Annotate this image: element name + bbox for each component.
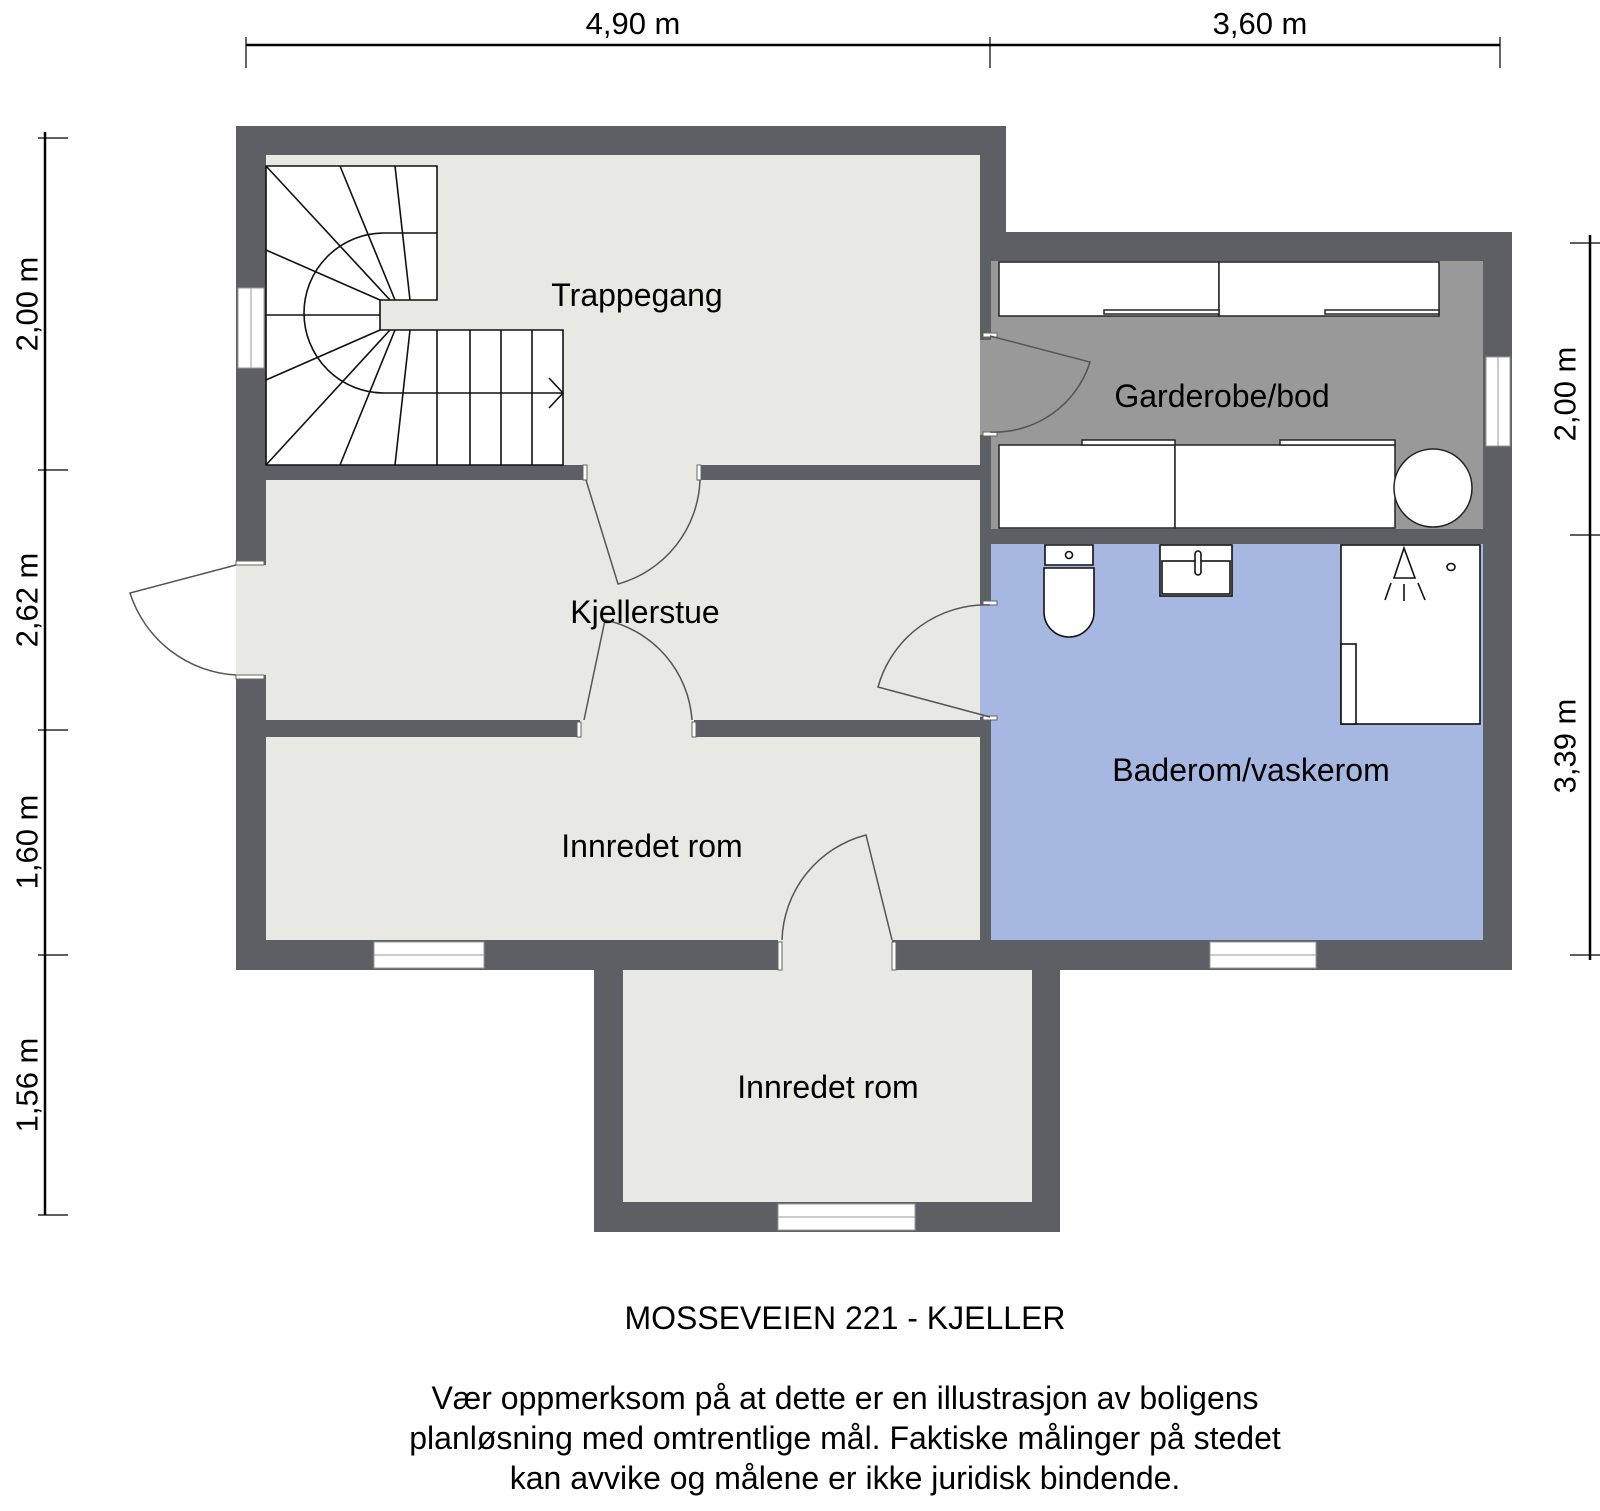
door-icon [781,834,893,941]
dimension-label: 2,00 m [1547,346,1583,442]
door-icon [989,335,1091,433]
toilet-icon [1043,544,1095,638]
staircase [265,165,565,466]
bathroom-fixtures [1043,544,1481,725]
wardrobes [998,261,1473,529]
wardrobe [998,261,1220,317]
door-swings [129,335,1091,941]
room-label-kjellerstue: Kjellerstue [570,594,720,630]
plan-title: MOSSEVEIEN 221 - KJELLER [624,1300,1066,1336]
windows [237,287,1511,1231]
wardrobe [998,444,1176,529]
door-icon [585,479,701,585]
dimension-label: 1,56 m [9,1037,45,1133]
room-label-trappegang: Trappegang [551,277,723,313]
dimension-label: 3,60 m [1212,6,1308,41]
disclaimer-line: kan avvike og målene er ikke juridisk bi… [509,1460,1181,1496]
room-label-innredet-rom-1: Innredet rom [561,828,743,864]
room-label-baderom: Baderom/vaskerom [1112,752,1390,788]
dimension-label: 2,00 m [9,256,45,352]
dimension-label: 4,90 m [585,6,681,41]
disclaimer-line: Vær oppmerksom på at dette er en illustr… [431,1380,1259,1416]
kjellerstue-floor [266,480,980,720]
sink-icon [1159,544,1233,597]
water-heater-icon [1393,448,1473,528]
door-jambs [235,332,998,971]
room-label-garderobe: Garderobe/bod [1114,378,1330,414]
dimension-label: 2,62 m [9,552,45,648]
door-icon [129,564,237,676]
innredet-rom-2-floor [623,970,1032,1202]
dimension-label: 3,39 m [1547,698,1583,794]
shower-icon [1340,544,1481,725]
room-label-innredet-rom-2: Innredet rom [737,1069,919,1105]
wardrobe [1218,261,1440,317]
disclaimer: Vær oppmerksom på at dette er en illustr… [0,1378,1600,1498]
dimension-label: 1,60 m [9,794,45,890]
wardrobe [1174,444,1396,529]
innredet-rom-1-floor [266,737,980,940]
disclaimer-line: planløsning med omtrentlige mål. Faktisk… [409,1420,1281,1456]
dimension-lines [38,37,1600,1216]
door-icon [583,619,693,721]
door-icon [877,604,991,718]
